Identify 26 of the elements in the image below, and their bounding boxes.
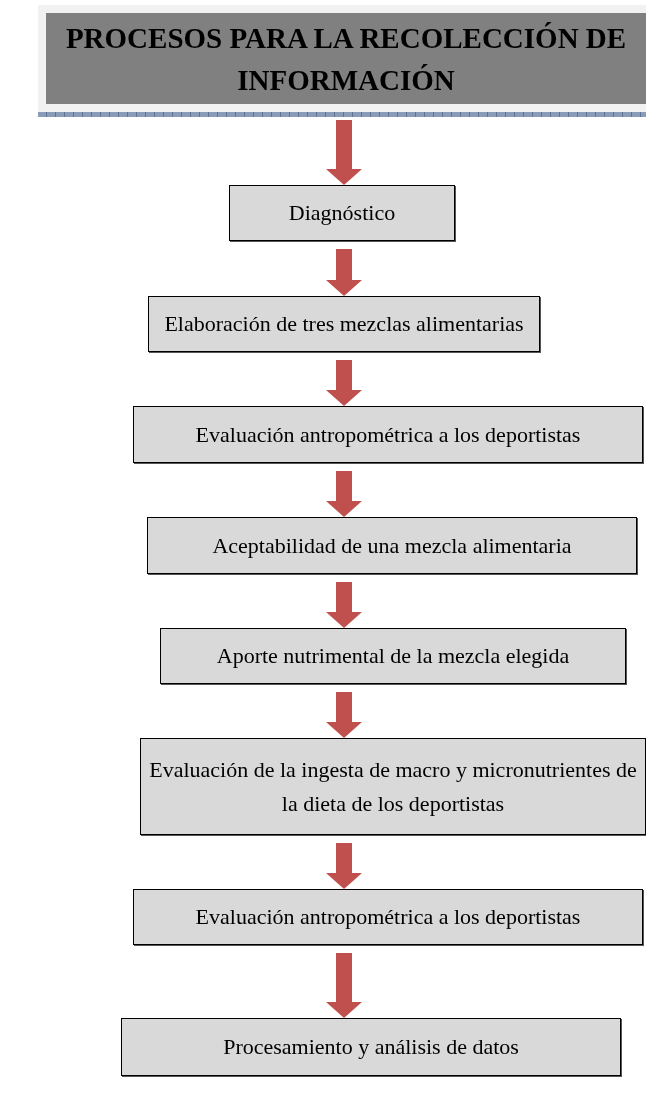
process-box xyxy=(229,185,455,241)
process-box xyxy=(147,517,637,574)
process-label: Evaluación antropométrica a los deportistas xyxy=(195,903,581,931)
process-box xyxy=(148,296,540,352)
block-arrow xyxy=(326,843,362,889)
block-arrow xyxy=(326,249,362,296)
block-arrow xyxy=(326,582,362,628)
block-arrow xyxy=(326,360,362,406)
process-label: Aceptabilidad de una mezcla alimentaria xyxy=(212,531,572,560)
process-box xyxy=(133,889,643,945)
block-arrow xyxy=(326,953,362,1018)
process-label: Diagnóstico xyxy=(288,199,396,227)
block-arrow xyxy=(326,120,362,185)
process-label: Procesamiento y análisis de datos xyxy=(223,1033,519,1061)
process-label: Elaboración de tres mezclas alimentarias xyxy=(164,310,524,338)
process-box xyxy=(140,738,646,835)
process-box xyxy=(121,1018,621,1076)
process-label: Evaluación de la ingesta de macro y micronutrientes de la dieta de los deportistas xyxy=(149,755,637,818)
process-label: Evaluación antropométrica a los deportistas xyxy=(195,420,581,449)
block-arrow xyxy=(326,692,362,738)
process-label: Aporte nutrimental de la mezcla elegida xyxy=(216,642,570,670)
process-box xyxy=(160,628,626,684)
header-title: PROCESOS PARA LA RECOLECCIÓN DE INFORMACIÓN xyxy=(64,20,628,98)
header-frame xyxy=(38,5,646,112)
block-arrow xyxy=(326,471,362,517)
process-box xyxy=(133,406,643,463)
